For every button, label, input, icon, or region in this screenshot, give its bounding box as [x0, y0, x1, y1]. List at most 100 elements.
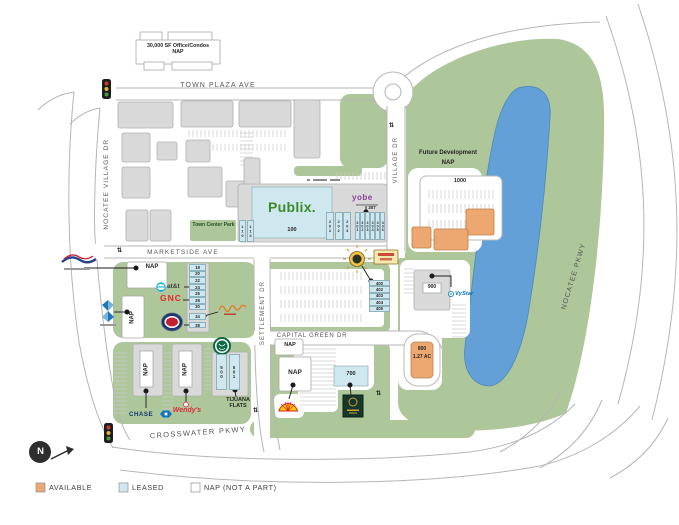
- unit-cell: 38: [189, 321, 206, 329]
- nap-label-vertical: NAP: [182, 363, 189, 376]
- crosswalk-icon: ⇅: [389, 123, 395, 129]
- street-nocatee-village-dr: NOCATEE VILLAGE DR: [102, 138, 110, 230]
- unit-cell: 24: [189, 283, 206, 291]
- crosswalk-icon: ⇅: [376, 391, 382, 397]
- legend-nap-label: NAP (NOT A PART): [204, 483, 277, 492]
- legend-swatches: [35, 482, 201, 493]
- unit-cell: 500: [216, 354, 227, 390]
- legend-leased-swatch: [118, 482, 129, 493]
- nap-label-vertical: NAP: [129, 311, 136, 324]
- future-development-label: Future Development NAP: [400, 150, 496, 167]
- available-buildings: [411, 208, 495, 251]
- crosswalk-icon: ⇅: [117, 248, 123, 254]
- unit-cell: 26: [189, 290, 206, 297]
- unit-cell: 34: [189, 313, 206, 320]
- nap-label: NAP: [145, 264, 159, 270]
- unit-cell: 201: [326, 212, 334, 240]
- street-capital-green-dr: CAPITAL GREEN DR: [276, 333, 348, 339]
- unit-700-label: 700: [346, 371, 356, 377]
- traffic-light-icon: [104, 423, 113, 443]
- street-settlement-dr: SETTLEMENT DR: [260, 280, 266, 346]
- town-center-park-green: [190, 220, 236, 241]
- publix-rear-micro-text: [307, 179, 340, 181]
- unit-cell: 304: [370, 212, 375, 240]
- vystar-circle-icon: [447, 290, 454, 297]
- unit-cell: 110: [239, 220, 246, 242]
- yellow-sign-logo: [373, 249, 399, 265]
- tijuana-flats-label: TIJUANA FLATS: [226, 397, 250, 410]
- att-logo: at&t: [167, 283, 180, 290]
- nap-buildings: [121, 31, 442, 392]
- unit-cell: 404: [369, 299, 390, 306]
- att-globe-icon: [156, 282, 166, 292]
- shell-logo: [278, 401, 299, 412]
- north-arrow-icon: [29, 441, 74, 463]
- orange-script-logo: [218, 304, 247, 315]
- unit-cell: 301: [355, 212, 360, 240]
- unit-cell: 114: [247, 220, 254, 242]
- crosswater-green-strip: [250, 420, 475, 438]
- office-condos-nap: NAP: [172, 49, 184, 56]
- unit-cell: 203: [343, 212, 352, 240]
- pinwheel-logo: [100, 300, 116, 326]
- unit-900-label: 900: [427, 283, 437, 290]
- unit-cell: 28: [189, 296, 206, 304]
- unit-cell: 303: [365, 212, 370, 240]
- unit-cell: 305: [375, 212, 380, 240]
- unit-cell: 400: [369, 280, 390, 287]
- green-square-logo: [342, 394, 364, 418]
- village-dr-green-strip: [340, 94, 388, 168]
- unit-cell: 501: [228, 354, 240, 390]
- unit-cell: 403: [369, 292, 390, 300]
- starbucks-logo: [213, 337, 231, 355]
- street-town-plaza-ave: TOWN PLAZA AVE: [180, 82, 256, 89]
- publix-unit-label: 100: [287, 227, 297, 233]
- nap-label-vertical: NAP: [143, 363, 150, 376]
- unit-800-label: 800: [417, 346, 427, 352]
- pad-800: [403, 333, 441, 387]
- chase-logo: CHASE: [129, 411, 154, 418]
- wings-logo: [61, 254, 97, 270]
- acreage-800-label: 1.27 AC: [412, 354, 432, 360]
- legend-available-label: AVAILABLE: [49, 483, 93, 492]
- future-development-nap: NAP: [441, 159, 455, 166]
- legend-available-swatch: [35, 482, 46, 493]
- office-condos-label: 30,000 SF Office/Condos NAP: [136, 43, 220, 55]
- nap-label: NAP: [284, 342, 296, 348]
- street-marketside-ave: MARKETSIDE AVE: [147, 249, 219, 256]
- gnc-logo: GNC: [160, 293, 182, 303]
- publix-wordmark: Publix.: [268, 199, 316, 215]
- nap-label: NAP: [288, 369, 302, 376]
- unit-cell: 18: [189, 264, 206, 271]
- legend-leased-label: LEASED: [132, 483, 164, 492]
- navy-round-logo: [161, 312, 183, 332]
- chase-octagon-icon: [160, 410, 172, 418]
- unit-cell: 22: [189, 277, 206, 284]
- north-label: N: [37, 445, 44, 457]
- unit-cell: 202: [334, 212, 343, 240]
- unit-cell: 402: [369, 286, 390, 293]
- legend-nap-swatch: [190, 482, 201, 493]
- crosswalk-icon: ⇅: [253, 408, 259, 414]
- unit-cell: 302: [360, 212, 365, 240]
- unit-cell: 306: [380, 212, 386, 240]
- yobe-logo: yobe: [352, 193, 373, 202]
- lake: [464, 86, 551, 387]
- yobe-underline: [356, 204, 378, 206]
- sunburst-logo: [343, 245, 371, 273]
- street-village-dr: VILLAGE DR: [393, 136, 399, 184]
- town-center-park-label: Town Center Park: [192, 222, 235, 228]
- office-condos-text: 30,000 SF Office/Condos: [146, 43, 210, 49]
- unit-307-label: 307: [368, 205, 376, 210]
- future-development-text: Future Development: [418, 150, 477, 156]
- unit-cell: 20: [189, 270, 206, 278]
- unit-1000-label: 1000: [453, 178, 467, 184]
- vystar-logo: VyStar: [455, 290, 474, 297]
- unit-cell: 30: [189, 303, 206, 311]
- wendys-logo: Wendy's: [172, 407, 202, 414]
